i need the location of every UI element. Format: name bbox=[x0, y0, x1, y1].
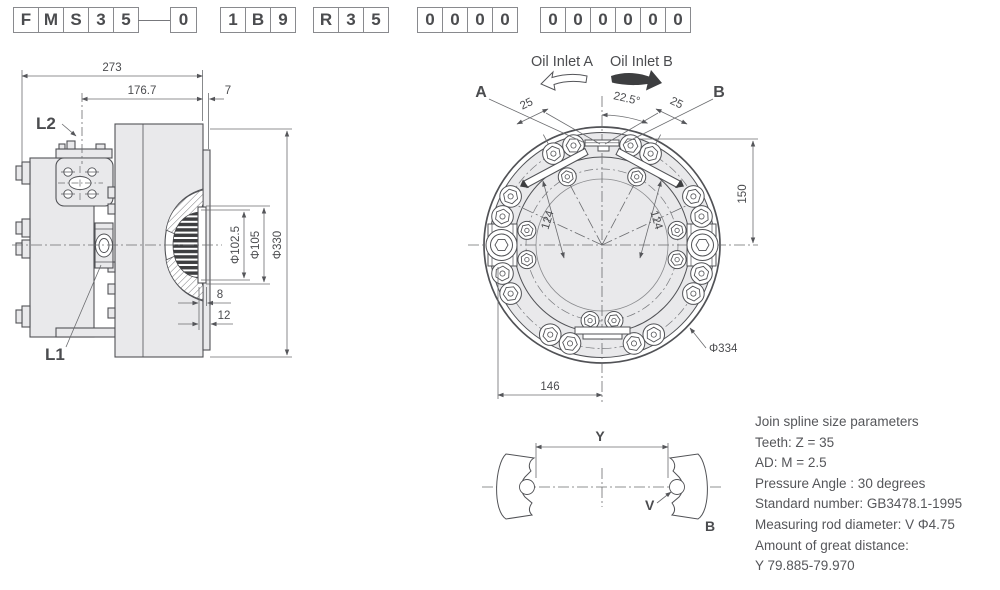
measuring-pin-right bbox=[669, 479, 685, 495]
spline-param-line: Pressure Angle : 30 degrees bbox=[755, 475, 926, 491]
dim-radial-right: 124 bbox=[647, 209, 664, 231]
label-y: Y bbox=[595, 428, 605, 444]
code-box-cell: 0 bbox=[540, 7, 566, 33]
top-port-assembly bbox=[520, 139, 684, 189]
rear-port-tabs bbox=[15, 161, 31, 328]
spline-param-line: Amount of great distance: bbox=[755, 537, 909, 553]
dim-top-to-center: 150 bbox=[737, 184, 749, 203]
dim-flange-width: 7 bbox=[225, 85, 231, 97]
dim-port-width-left: 25 bbox=[518, 96, 535, 112]
spline-segment-left bbox=[496, 453, 536, 520]
spline-param-line: AD: M = 2.5 bbox=[755, 455, 827, 471]
code-box-cell: 0 bbox=[665, 7, 691, 33]
oil-flow-arrow-a bbox=[540, 70, 588, 91]
label-b: B bbox=[705, 518, 715, 534]
code-box-cell: M bbox=[38, 7, 64, 33]
code-box-cell: 3 bbox=[338, 7, 364, 33]
front-view: Oil Inlet A Oil Inlet B A B 25 25 22.5° … bbox=[468, 54, 758, 402]
inner-bolt-ring bbox=[517, 167, 687, 331]
top-pad-step bbox=[66, 140, 76, 150]
spline-param-line: Y 79.885-79.970 bbox=[755, 558, 855, 574]
top-pad bbox=[55, 148, 113, 159]
bottom-port-pad bbox=[574, 326, 631, 340]
side-port-bolt-right bbox=[686, 229, 719, 261]
spline-param-line: Teeth: Z = 35 bbox=[755, 434, 835, 450]
dim-center-to-boss: 146 bbox=[540, 381, 559, 393]
dim-spline-od: Φ102.5 bbox=[230, 226, 242, 264]
label-v: V bbox=[645, 497, 655, 513]
measuring-pin-left bbox=[519, 479, 535, 495]
code-box-cell: 0 bbox=[170, 7, 197, 33]
code-box-cell: 0 bbox=[442, 7, 468, 33]
label-port-a: A bbox=[475, 84, 487, 101]
l1-port-plate bbox=[94, 222, 114, 269]
spline-param-line: Join spline size parameters bbox=[755, 414, 919, 429]
top-pad-step bbox=[95, 143, 106, 150]
front-dimensions bbox=[488, 98, 758, 399]
code-box-cell: F bbox=[13, 7, 39, 33]
wing-tick-left bbox=[520, 179, 529, 188]
code-box-cell: 1 bbox=[220, 7, 246, 33]
side-dimensions bbox=[21, 70, 292, 358]
label-l2: L2 bbox=[36, 114, 56, 133]
code-box-cell: 9 bbox=[270, 7, 296, 33]
code-box-cell: 0 bbox=[615, 7, 641, 33]
spline-segment-right bbox=[668, 453, 708, 520]
spline-parameters-block: Join spline size parameters Teeth: Z = 3… bbox=[755, 412, 1000, 577]
l2-port-plate bbox=[55, 157, 114, 207]
top-pad-step bbox=[58, 143, 66, 150]
spline-param-line: Standard number: GB3478.1-1995 bbox=[755, 496, 963, 512]
dim-port-width-right: 25 bbox=[668, 95, 685, 111]
code-box-cell: 0 bbox=[640, 7, 666, 33]
code-box-cell: S bbox=[63, 7, 89, 33]
outer-bolt-ring bbox=[491, 134, 713, 355]
bottom-pad bbox=[55, 327, 116, 338]
label-port-b: B bbox=[713, 84, 725, 101]
code-group-options1: 0 0 0 0 bbox=[417, 7, 518, 33]
code-box-cell: R bbox=[313, 7, 339, 33]
side-port-bolt-left bbox=[485, 229, 518, 261]
code-group-options2: 0 0 0 0 0 0 bbox=[540, 7, 691, 33]
oil-flow-arrow-b bbox=[611, 70, 662, 91]
spline-param-line: Measuring rod diameter: V Φ4.75 bbox=[755, 516, 955, 532]
code-box-cell: 0 bbox=[565, 7, 591, 33]
side-view bbox=[15, 123, 211, 358]
spline-detail-view: Y V B bbox=[482, 428, 722, 534]
dim-shaft-step-2: 12 bbox=[218, 310, 231, 322]
dim-outer-diameter: Φ334 bbox=[709, 343, 738, 355]
oil-inlet-a-label: Oil Inlet A bbox=[531, 54, 593, 70]
dim-shaft-step-1: 8 bbox=[217, 289, 223, 301]
wing-tick-right bbox=[675, 179, 684, 188]
code-box-cell: 5 bbox=[363, 7, 389, 33]
code-box-cell: 3 bbox=[88, 7, 114, 33]
code-box-cell: 0 bbox=[492, 7, 518, 33]
dim-port-angle: 22.5° bbox=[612, 90, 641, 108]
code-box-cell: 5 bbox=[113, 7, 139, 33]
oil-inlet-b-label: Oil Inlet B bbox=[610, 54, 673, 70]
code-group-displacement: 1 B 9 bbox=[220, 7, 296, 33]
label-l1: L1 bbox=[45, 345, 65, 364]
dim-overall-length: 273 bbox=[102, 62, 121, 74]
dim-body-od: Φ330 bbox=[272, 231, 284, 259]
code-group-series: F M S 3 5 bbox=[13, 7, 139, 33]
dim-body-length: 176.7 bbox=[128, 85, 157, 97]
dim-pilot-od: Φ105 bbox=[250, 231, 262, 259]
dim-radial-left: 124 bbox=[540, 209, 557, 231]
code-group-shaft: R 3 5 bbox=[313, 7, 389, 33]
code-connector-line bbox=[138, 20, 170, 21]
code-group-suffix: 0 bbox=[170, 7, 197, 33]
